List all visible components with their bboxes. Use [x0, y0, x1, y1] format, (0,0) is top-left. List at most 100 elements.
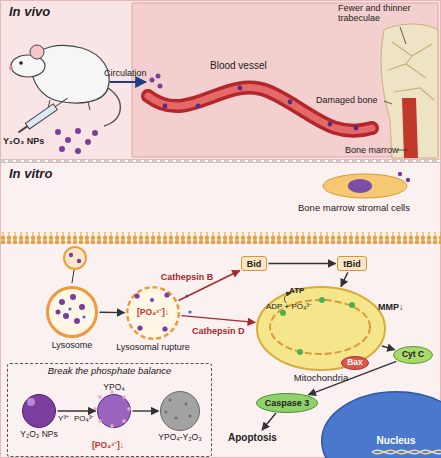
texture-dot — [165, 411, 168, 414]
node-text: In vitro — [9, 167, 52, 182]
surface-dot — [127, 407, 131, 411]
texture-dot — [175, 417, 178, 420]
lysosome-circle-outline — [46, 286, 98, 338]
nanoparticle — [196, 104, 201, 109]
nanoparticle — [288, 100, 293, 105]
potential-label: MMP↓ — [378, 302, 404, 312]
leader-line — [384, 101, 392, 104]
mouse-nose — [9, 66, 13, 70]
atp-synthase-unit — [349, 302, 355, 308]
inner-panel — [132, 3, 438, 157]
ruptured-lysosome-ellipse — [127, 287, 179, 339]
nanoparticle — [163, 104, 168, 109]
nanoparticle — [63, 313, 69, 319]
ruptured-lysosome: [PO₄³⁻]↓Lysosomal rupture — [126, 286, 180, 340]
atp-synthase-unit — [297, 349, 303, 355]
nanoparticle — [59, 299, 65, 305]
nucleus-shape-ellipse — [322, 392, 441, 458]
texture-dot — [189, 415, 192, 418]
surface-dot — [98, 419, 102, 423]
nucleus-shape-outline — [321, 391, 441, 458]
nanoparticle — [77, 259, 81, 263]
circulation-arrow — [110, 81, 146, 83]
mitochondrion-ellipse — [257, 287, 385, 370]
lysosome-circle-ellipse — [48, 288, 97, 337]
surface-dot — [122, 419, 126, 423]
nanoparticle-sphere-outline — [97, 394, 131, 428]
trabecula — [388, 64, 426, 78]
particle-highlight — [27, 398, 35, 406]
process-label: Circulation — [104, 68, 147, 78]
nanoparticle — [137, 325, 142, 330]
nanoparticles — [150, 74, 163, 89]
nanoparticle — [238, 86, 243, 91]
nanoparticle — [75, 128, 81, 134]
bone-marrow — [402, 98, 418, 158]
arrow-connector — [181, 316, 255, 323]
protein-box: tBid — [337, 256, 367, 271]
protein-box: Bid — [241, 256, 267, 271]
texture-dot — [185, 403, 188, 406]
lysosome-circle: Lysosome — [46, 286, 98, 338]
node-text: [PO₄³⁻]↓ — [137, 308, 169, 318]
nanoparticle — [150, 298, 154, 302]
nanoparticle-sphere-ellipse — [98, 395, 131, 428]
ypo4-surface — [93, 390, 131, 428]
nanoparticles — [163, 86, 359, 131]
nucleus-shape: Nucleus — [321, 391, 441, 458]
node-text: YPO₄ — [103, 383, 124, 393]
nanoparticle — [69, 253, 73, 257]
blood-vessel — [148, 88, 372, 131]
node-text: In vivo — [9, 5, 50, 20]
part-label: Damaged bone — [316, 95, 378, 105]
enzyme-ellipse-ellipse — [257, 394, 318, 413]
molecule-label: ATP — [289, 286, 304, 295]
trabecula — [406, 56, 412, 64]
nanoparticle — [134, 293, 139, 298]
dna-strand — [372, 450, 441, 453]
bone — [381, 24, 438, 158]
edge-label: Cathepsin D — [192, 326, 245, 336]
ion-label: PO₄³⁻ — [74, 414, 95, 423]
surface-dot — [110, 390, 114, 394]
endocytic-vesicle — [64, 247, 86, 269]
cathepsin — [188, 310, 191, 313]
node-text: Caspase 3 — [265, 398, 310, 408]
arrow-connector — [269, 263, 336, 264]
enzyme-ellipse: Caspase 3 — [256, 393, 318, 413]
vessel-lumen — [148, 88, 372, 131]
nanoparticle — [74, 318, 80, 324]
part-label: Bone marrow — [345, 145, 399, 155]
nanoparticle — [398, 172, 402, 176]
cell-nucleus — [348, 179, 372, 193]
mouse-ear — [30, 45, 44, 59]
node-text: Y₂O₃ NPs — [20, 430, 57, 440]
nanoparticle — [70, 294, 76, 300]
arrow-connector — [100, 312, 125, 314]
mouse-eye — [19, 61, 23, 65]
nanoparticle — [85, 139, 91, 145]
nanoparticle-sphere-ellipse — [23, 395, 56, 428]
nanoparticle — [59, 146, 65, 152]
concentration-label: [PO₄³⁻]↓ — [92, 441, 124, 451]
surface-dot — [122, 395, 126, 399]
outcome-label: Apoptosis — [228, 432, 277, 444]
arrow-connector — [308, 361, 396, 395]
protein-ellipse-ellipse — [342, 357, 369, 370]
material-label: Y₂O₃ NPs — [3, 136, 44, 146]
surface-dot — [93, 407, 97, 411]
protein-ellipse: Cyt C — [393, 346, 433, 364]
nanoparticle — [328, 122, 333, 127]
nanoparticle-sphere: Y₂O₃ NPs — [22, 394, 56, 428]
node-text: Break the phosphate balance — [48, 366, 172, 377]
nanoparticle — [79, 304, 85, 310]
edge-label: Cathepsin B — [161, 272, 214, 282]
node-text: Bid — [247, 258, 262, 268]
nanoparticle — [56, 310, 61, 315]
nanoparticle-sphere-outline — [22, 394, 56, 428]
nanoparticle — [158, 84, 163, 89]
surface-dot — [110, 424, 114, 428]
protein-ellipse-ellipse — [394, 347, 433, 364]
nanoparticle — [92, 130, 98, 136]
